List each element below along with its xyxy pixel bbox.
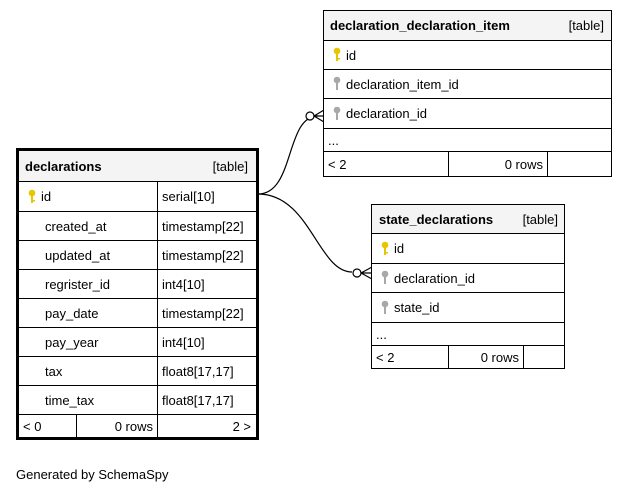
column-name: declaration_id (332, 99, 427, 128)
table-row[interactable]: id (324, 40, 611, 69)
column-name: time_tax (45, 392, 95, 408)
table-name: state_declarations (379, 211, 494, 227)
primary-key-icon (333, 47, 341, 61)
more-columns: ... (376, 326, 387, 342)
table-footer: < 2 0 rows (372, 345, 564, 368)
table-header: declaration_declaration_item [table] (324, 11, 611, 40)
table-state-declarations[interactable]: state_declarations [table] id declaratio… (371, 204, 565, 369)
column-name: created_at (45, 218, 107, 234)
column-name: id (332, 41, 356, 69)
footer-row-count: 0 rows (480, 349, 519, 365)
table-name: declaration_declaration_item (330, 18, 510, 33)
foreign-key-icon (381, 300, 389, 314)
foreign-key-icon (333, 76, 341, 90)
table-row[interactable]: regrister_id int4[10] (19, 269, 256, 298)
column-name: updated_at (45, 247, 111, 263)
table-row[interactable]: declaration_id (324, 98, 611, 128)
column-type: serial[10] (162, 189, 215, 204)
table-row[interactable]: tax float8[17,17] (19, 356, 256, 385)
table-row[interactable]: id serial[10] (19, 181, 256, 211)
footer-prev: < 2 (376, 349, 395, 365)
table-declaration-declaration-item[interactable]: declaration_declaration_item [table] id … (323, 10, 612, 177)
column-type: timestamp[22] (162, 305, 244, 321)
column-type: int4[10] (162, 334, 205, 350)
column-name: id (27, 182, 51, 211)
column-type: timestamp[22] (162, 218, 244, 234)
footer-row-count: 0 rows (114, 418, 153, 434)
edge-crowfoot-marker (360, 266, 373, 280)
edge-optional-marker (305, 111, 315, 121)
column-type: int4[10] (162, 276, 205, 292)
column-name: declaration_id (380, 264, 475, 292)
generated-by-label: Generated by SchemaSpy (16, 467, 169, 482)
column-name: pay_date (45, 305, 99, 321)
footer-prev: < 0 (23, 418, 42, 434)
table-footer: < 0 0 rows 2 > (19, 414, 256, 437)
table-header: declarations [table] (19, 151, 256, 181)
primary-key-icon (381, 241, 389, 255)
footer-row-count: 0 rows (504, 156, 543, 172)
column-name: state_id (380, 293, 440, 322)
column-name: regrister_id (45, 276, 111, 292)
column-name: id (380, 234, 404, 263)
primary-key-icon (28, 189, 36, 203)
foreign-key-icon (333, 106, 341, 120)
table-row[interactable]: id (372, 233, 564, 263)
footer-next: 2 > (232, 418, 251, 434)
table-more-row: ... (372, 322, 564, 345)
table-kind: [table] (522, 211, 558, 227)
table-row[interactable]: pay_date timestamp[22] (19, 298, 256, 327)
table-row[interactable]: declaration_item_id (324, 69, 611, 98)
table-name: declarations (25, 158, 102, 174)
edge-optional-marker (352, 268, 362, 278)
more-columns: ... (328, 132, 339, 148)
footer-prev: < 2 (328, 156, 347, 172)
column-type: timestamp[22] (162, 247, 244, 263)
column-name: tax (45, 363, 63, 379)
table-row[interactable]: pay_year int4[10] (19, 327, 256, 356)
column-name: declaration_item_id (332, 70, 459, 98)
foreign-key-icon (381, 270, 389, 284)
table-row[interactable]: time_tax float8[17,17] (19, 385, 256, 414)
table-more-row: ... (324, 128, 611, 151)
table-kind: [table] (212, 158, 248, 174)
edge-declarations-to-state-declarations (257, 193, 353, 273)
table-row[interactable]: created_at timestamp[22] (19, 211, 256, 240)
table-row[interactable]: declaration_id (372, 263, 564, 292)
edge-crowfoot-marker (313, 109, 325, 123)
column-name: pay_year (45, 334, 99, 350)
column-type: float8[17,17] (162, 392, 234, 408)
table-kind: [table] (568, 18, 604, 33)
table-declarations[interactable]: declarations [table] id serial[10] creat… (16, 148, 259, 440)
table-footer: < 2 0 rows (324, 151, 611, 176)
table-header: state_declarations [table] (372, 205, 564, 233)
table-row[interactable]: state_id (372, 292, 564, 322)
edge-declarations-to-declaration-declaration-item (257, 115, 319, 195)
table-row[interactable]: updated_at timestamp[22] (19, 240, 256, 269)
column-type: float8[17,17] (162, 363, 234, 379)
